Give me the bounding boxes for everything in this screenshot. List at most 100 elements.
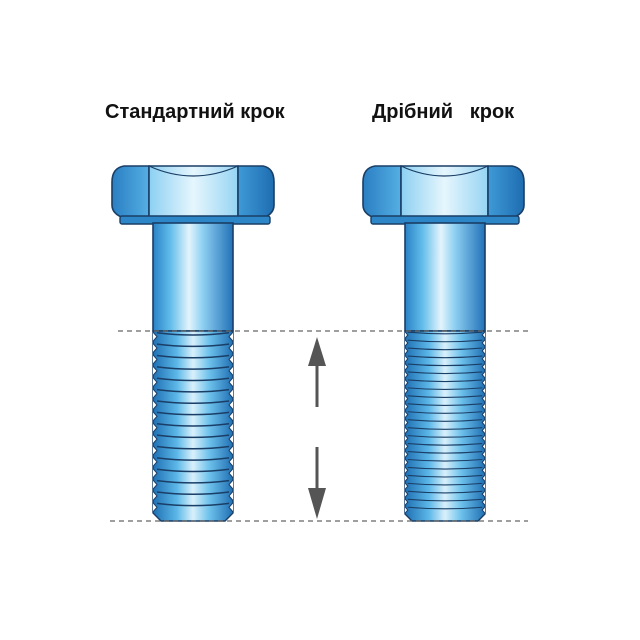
thread-ridge bbox=[407, 411, 483, 414]
thread-ridge bbox=[407, 458, 483, 462]
thread-ridge bbox=[407, 347, 483, 351]
thread-notch bbox=[404, 339, 409, 347]
arrow-up-icon bbox=[308, 337, 326, 366]
thread-notch bbox=[404, 426, 409, 434]
thread-notch bbox=[481, 482, 486, 490]
thread-notch bbox=[152, 388, 158, 399]
thread-notch bbox=[404, 387, 409, 395]
thread-ridge bbox=[407, 371, 483, 375]
thread-ridge bbox=[156, 411, 230, 416]
thread-ridge bbox=[407, 450, 483, 454]
thread-notch bbox=[228, 502, 234, 513]
thread-notch bbox=[152, 343, 158, 353]
thread-notch bbox=[481, 442, 486, 450]
thread-notch bbox=[404, 466, 409, 474]
bolt-shank bbox=[404, 222, 486, 332]
thread-ridge bbox=[156, 388, 230, 393]
thread-ridge bbox=[407, 466, 483, 470]
thread-notch bbox=[228, 434, 234, 444]
thread-notch bbox=[481, 458, 486, 466]
thread-notch bbox=[152, 456, 158, 467]
thread-notch bbox=[404, 379, 409, 387]
length-arrow bbox=[308, 337, 326, 519]
thread-notch bbox=[481, 395, 486, 403]
thread-ridge bbox=[156, 400, 230, 404]
arrow-down-icon bbox=[308, 488, 326, 519]
thread-notch bbox=[228, 343, 234, 353]
thread-notch bbox=[481, 355, 486, 363]
thread-notch bbox=[481, 331, 486, 339]
thread-notch bbox=[404, 434, 409, 442]
thread-ridge bbox=[407, 443, 483, 446]
thread-notch bbox=[228, 422, 234, 433]
thread-ridge bbox=[407, 474, 483, 478]
thread-ridge bbox=[407, 506, 483, 510]
thread-ridge bbox=[407, 395, 483, 398]
thread-notch bbox=[404, 418, 409, 427]
thread-notch bbox=[481, 363, 486, 371]
thread-notch bbox=[228, 445, 234, 456]
thread-notch bbox=[404, 442, 409, 450]
thread-notch bbox=[228, 411, 234, 422]
thread-notch bbox=[228, 400, 234, 410]
thread-ridge bbox=[407, 435, 483, 438]
thread-ridge bbox=[407, 490, 483, 494]
thread-notch bbox=[481, 506, 486, 514]
thread-ridge bbox=[407, 419, 483, 422]
thread-ridge bbox=[156, 366, 230, 370]
thread-notch bbox=[404, 498, 409, 506]
bolt-shank bbox=[152, 222, 234, 332]
thread-notch bbox=[152, 491, 158, 501]
thread-ridge bbox=[407, 339, 483, 343]
thread-notch bbox=[404, 411, 409, 419]
thread-section bbox=[152, 330, 234, 522]
thread-ridge bbox=[407, 427, 483, 430]
thread-notch bbox=[404, 395, 409, 403]
thread-notch bbox=[404, 482, 409, 490]
thread-ridge bbox=[156, 434, 230, 439]
thread-ridge bbox=[156, 354, 230, 359]
thread-notch bbox=[152, 354, 158, 365]
thread-notch bbox=[404, 490, 409, 498]
thread-notch bbox=[481, 339, 486, 347]
thread-notch bbox=[404, 363, 409, 371]
thread-notch bbox=[152, 502, 158, 513]
bolt-standard bbox=[111, 165, 275, 522]
bolt-fine bbox=[362, 165, 525, 522]
thread-ridge bbox=[407, 403, 483, 406]
label-standard-pitch: Стандартний крок bbox=[105, 101, 286, 123]
thread-ridge bbox=[156, 377, 230, 382]
thread-notch bbox=[481, 411, 486, 419]
thread-notch bbox=[481, 387, 486, 395]
thread-notch bbox=[404, 331, 409, 339]
thread-notch bbox=[228, 354, 234, 365]
thread-ridge bbox=[156, 331, 230, 336]
thread-notch bbox=[228, 388, 234, 399]
thread-notch bbox=[481, 450, 486, 458]
bolt-head bbox=[362, 165, 525, 225]
thread-notch bbox=[404, 371, 409, 379]
thread-notch bbox=[481, 347, 486, 355]
thread-notch bbox=[481, 403, 486, 411]
thread-ridge bbox=[407, 331, 483, 335]
thread-notch bbox=[152, 434, 158, 444]
thread-ridge bbox=[156, 468, 230, 473]
bolt-head bbox=[111, 165, 275, 225]
label-fine-pitch: Дрібний крок bbox=[372, 101, 515, 123]
thread-notch bbox=[481, 474, 486, 482]
thread-notch bbox=[481, 418, 486, 427]
thread-notch bbox=[481, 379, 486, 387]
thread-notch bbox=[228, 479, 234, 490]
thread-notch bbox=[228, 377, 234, 388]
thread-notch bbox=[228, 456, 234, 467]
thread-notch bbox=[152, 479, 158, 490]
thread-notch bbox=[404, 355, 409, 363]
thread-ridge bbox=[156, 502, 230, 507]
thread-ridge bbox=[156, 422, 230, 427]
thread-notch bbox=[404, 450, 409, 458]
thread-notch bbox=[481, 434, 486, 442]
thread-notch bbox=[228, 468, 234, 479]
thread-notch bbox=[481, 466, 486, 474]
thread-ridge bbox=[407, 363, 483, 367]
thread-notch bbox=[481, 371, 486, 379]
